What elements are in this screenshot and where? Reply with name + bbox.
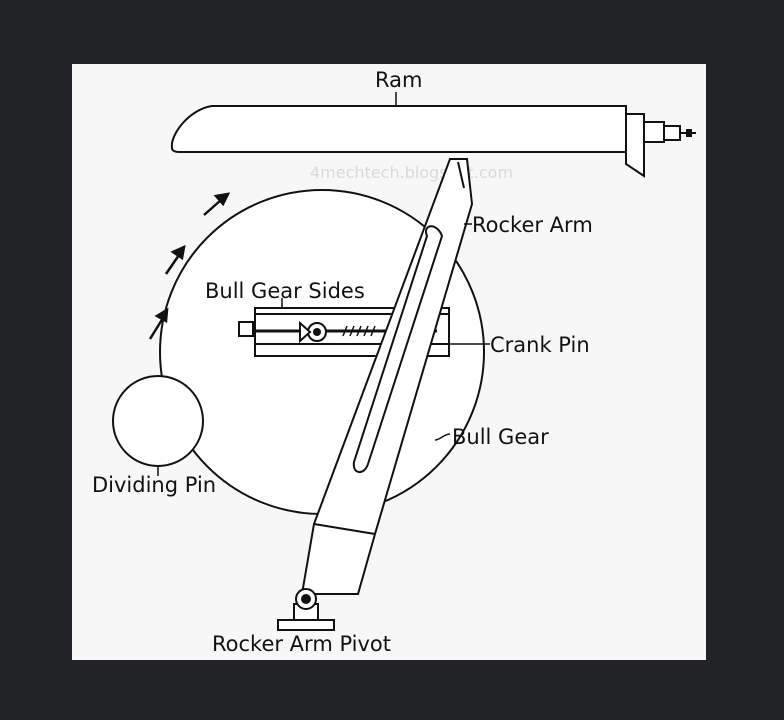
- ram-tool-tip: [686, 129, 692, 137]
- ram-body: [170, 105, 627, 153]
- rocker-arm-pivot: [277, 588, 335, 631]
- crank-screw-end: [238, 321, 254, 337]
- arrow-icon: [148, 307, 169, 340]
- bull-gear-leader: [434, 433, 451, 441]
- shaper-quick-return-diagram: 4mechtech.blogspot.com: [92, 68, 696, 656]
- label-bull-gear-sides: Bull Gear Sides: [205, 279, 365, 303]
- ram-tool-head: [625, 113, 645, 178]
- ram: [170, 105, 696, 178]
- rocker-arm: [300, 158, 474, 595]
- watermark-text: 4mechtech.blogspot.com: [310, 163, 513, 182]
- label-bull-gear: Bull Gear: [452, 425, 549, 449]
- crank-thread: [342, 325, 376, 337]
- label-ram: Ram: [375, 68, 422, 92]
- rocker-arm-link: [457, 161, 465, 189]
- pivot-pin-center: [301, 594, 311, 604]
- ram-tool-post: [663, 125, 681, 141]
- crank-bevel-gear-center: [313, 328, 321, 336]
- rotation-arrows: [148, 192, 231, 340]
- ram-tool-holder: [643, 121, 665, 143]
- pivot-base: [277, 619, 335, 631]
- arrow-icon: [203, 192, 231, 216]
- dividing-pin-circle: [112, 375, 204, 467]
- leader-lines: [157, 92, 490, 476]
- label-dividing-pin: Dividing Pin: [92, 473, 216, 497]
- diagram-panel: 4mechtech.blogspot.com: [72, 64, 706, 660]
- rocker-arm-slot: [352, 225, 444, 473]
- rocker-arm-body: [300, 158, 474, 595]
- crank-nut: [299, 320, 312, 344]
- label-rocker-arm-pivot: Rocker Arm Pivot: [212, 632, 391, 656]
- arrow-icon: [164, 244, 186, 275]
- label-rocker-arm: Rocker Arm: [472, 213, 593, 237]
- label-crank-pin: Crank Pin: [490, 333, 590, 357]
- rocker-arm-joint: [313, 523, 376, 535]
